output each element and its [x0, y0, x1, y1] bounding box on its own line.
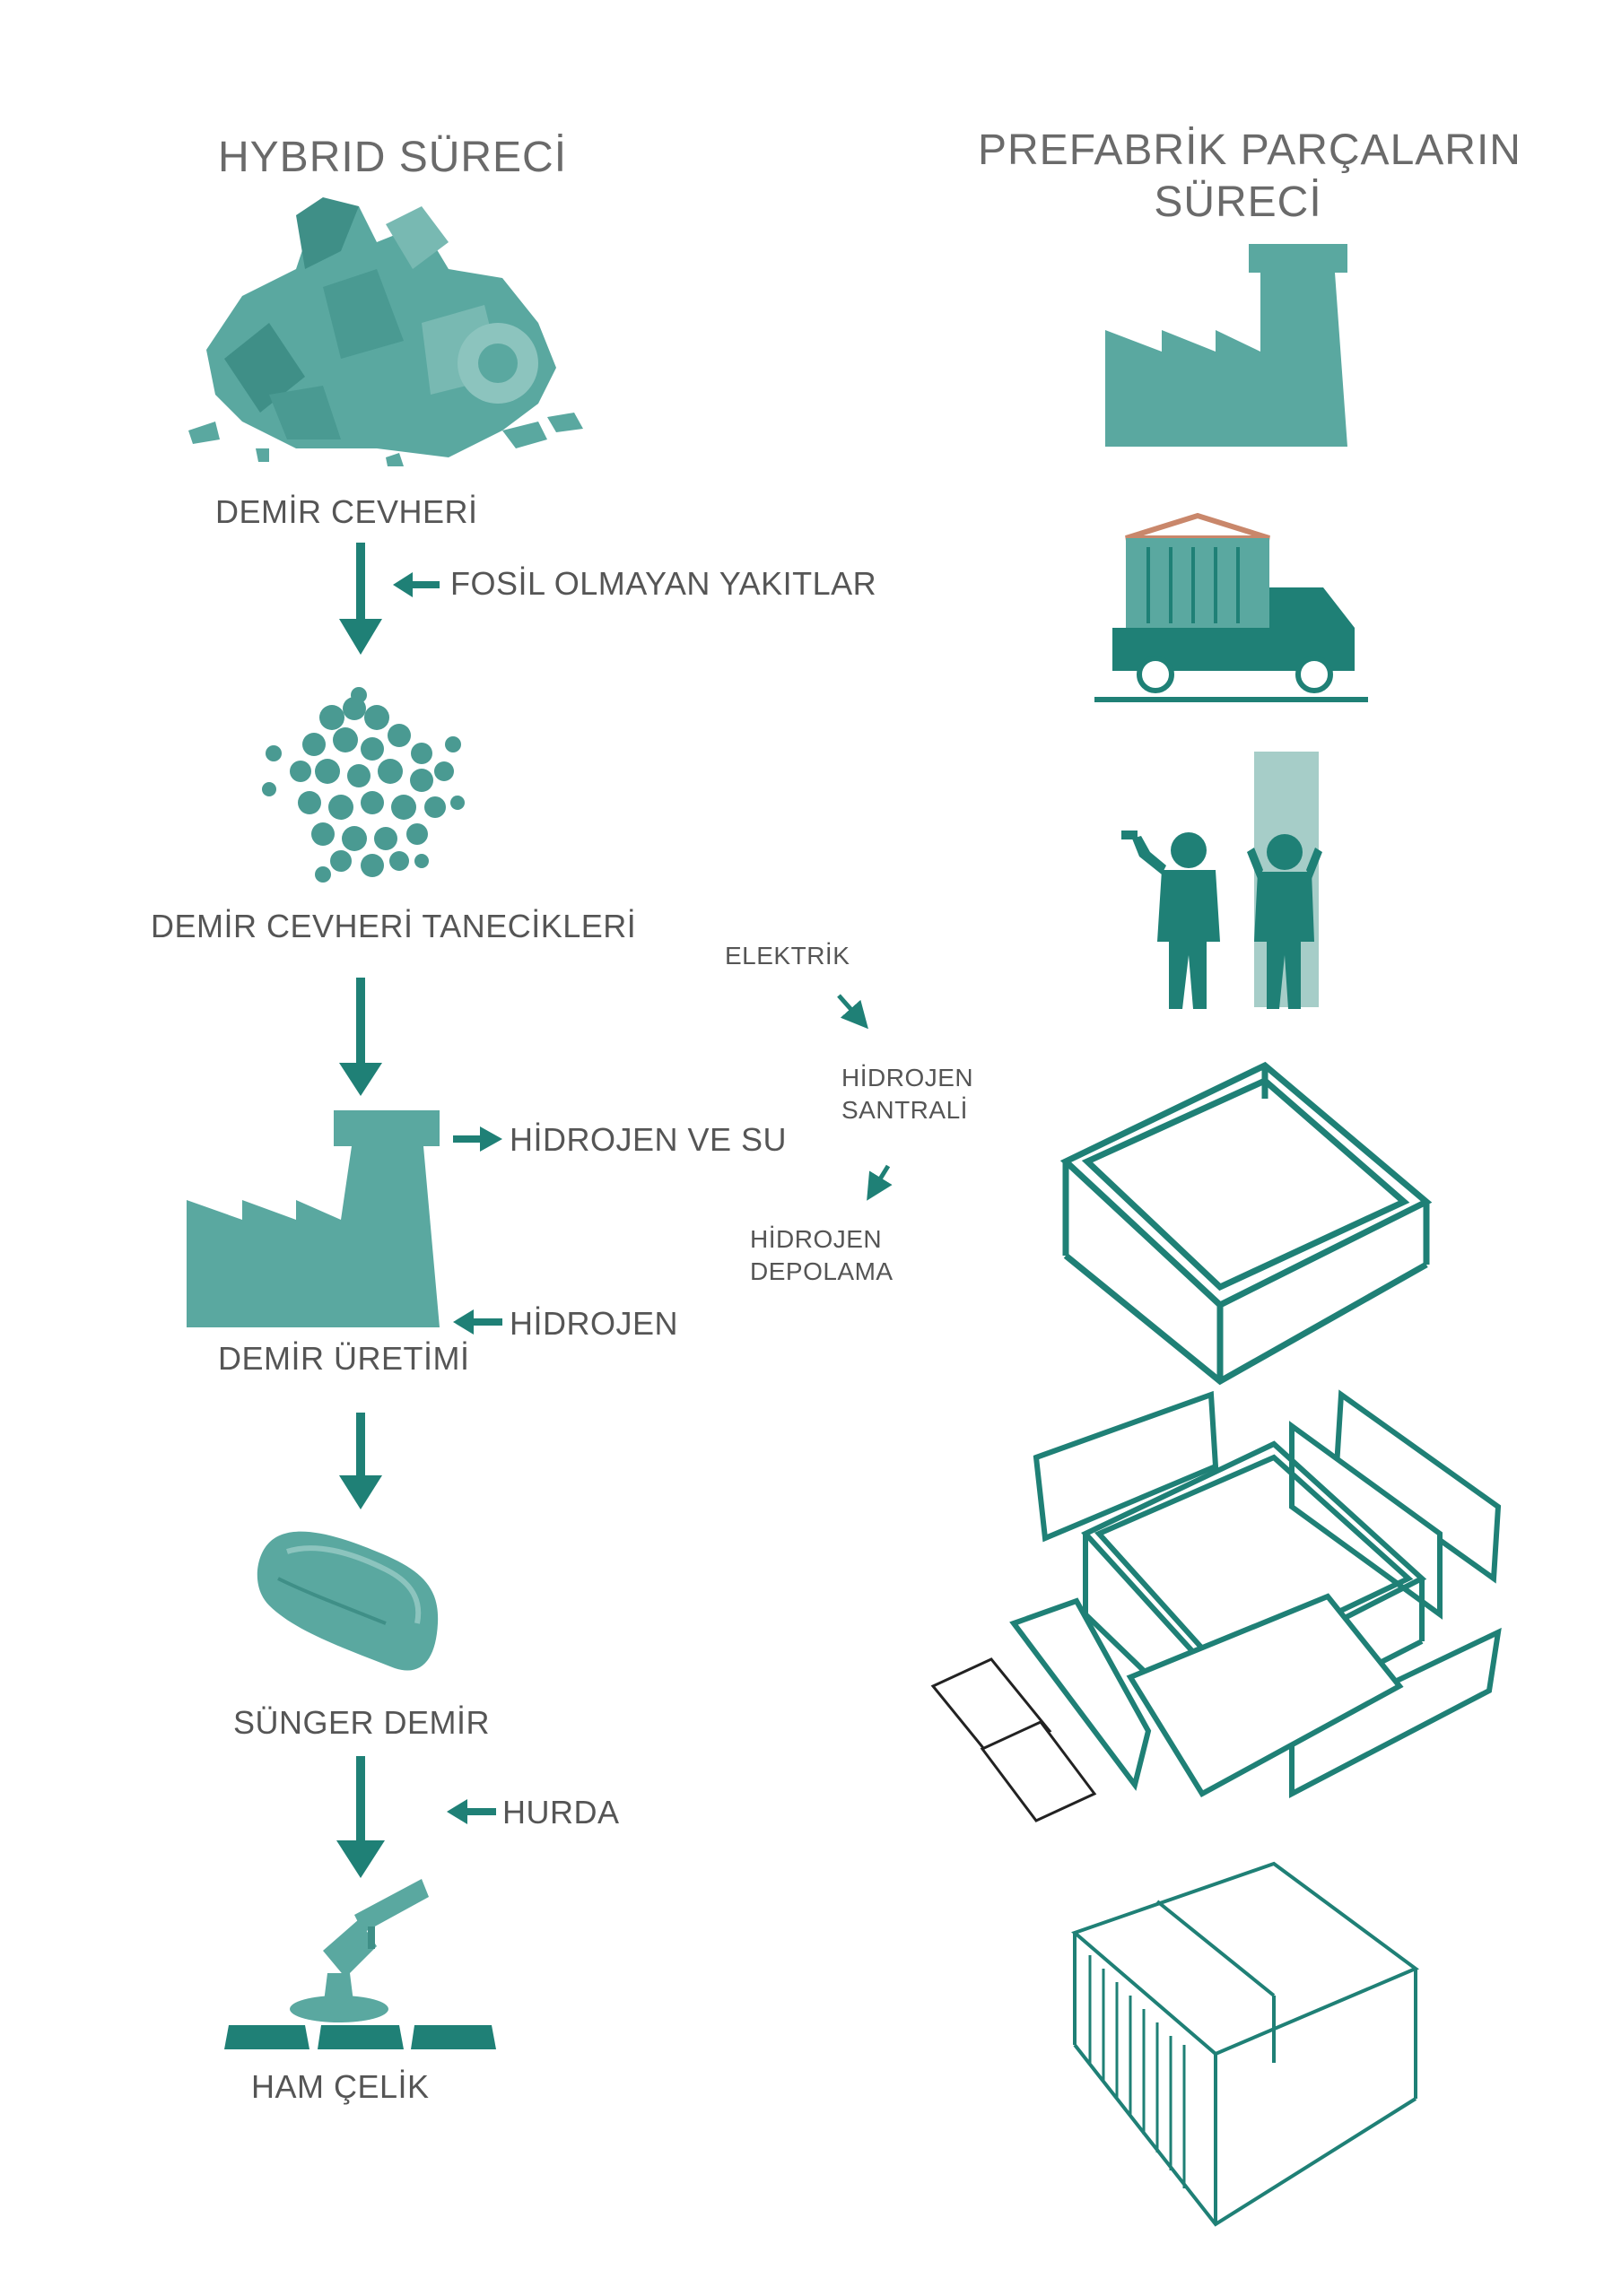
- crude-steel-icon: [224, 1879, 496, 2049]
- frame-icon: [1059, 1061, 1433, 1386]
- sponge-iron-icon: [257, 1531, 439, 1671]
- hydrogen-storage-label-2: DEPOLAMA: [750, 1257, 894, 1285]
- electricity-to-plant-arrow: [837, 994, 868, 1030]
- iron-ore-rocks-icon: [188, 197, 583, 466]
- output-hydrogen-water: HİDROJEN VE SU: [510, 1121, 788, 1158]
- input-arrow-scrap: [447, 1799, 496, 1824]
- hydrogen-plant-label-1: HİDROJEN: [841, 1064, 974, 1091]
- input-scrap: HURDA: [502, 1794, 620, 1831]
- input-arrow-hydrogen: [453, 1309, 502, 1335]
- step-label-iron-production: DEMİR ÜRETİMİ: [218, 1340, 470, 1377]
- step-label-ore-particles: DEMİR CEVHERİ TANECİKLERİ: [151, 908, 637, 944]
- prefab-process-title-line1: PREFABRİK PARÇALARIN: [978, 126, 1521, 174]
- electricity-label: ELEKTRİK: [725, 942, 850, 970]
- prefab-factory-icon: [1105, 244, 1347, 447]
- workers-icon: [1121, 752, 1322, 1009]
- assembled-module-icon: [1071, 1861, 1419, 2227]
- input-fossil-free-fuels: FOSİL OLMAYAN YAKITLAR: [450, 565, 877, 602]
- step-label-iron-ore: DEMİR CEVHERİ: [215, 493, 478, 530]
- ore-particles-icon: [262, 687, 465, 883]
- input-arrow-fossil-free: [393, 572, 440, 597]
- step-label-crude-steel: HAM ÇELİK: [251, 2068, 430, 2105]
- truck-icon: [1094, 512, 1368, 702]
- flow-arrow-4: [336, 1756, 385, 1878]
- flow-arrow-1: [339, 543, 382, 655]
- prefab-process-title-line2: SÜRECİ: [1154, 178, 1322, 226]
- step-label-sponge-iron: SÜNGER DEMİR: [233, 1704, 491, 1741]
- output-arrow-hydrogen-water: [453, 1126, 502, 1152]
- exploded-module-icon: [1009, 1389, 1502, 1798]
- factory-icon: [187, 1110, 440, 1327]
- hybrid-process-title: HYBRID SÜRECİ: [218, 134, 568, 181]
- hydrogen-storage-label-1: HİDROJEN: [750, 1225, 883, 1253]
- plant-to-storage-arrow: [867, 1164, 893, 1201]
- flow-arrow-2: [339, 978, 382, 1096]
- solar-panel-icon: [930, 1657, 1097, 1822]
- hydrogen-plant-label-2: SANTRALİ: [841, 1096, 968, 1124]
- input-hydrogen: HİDROJEN: [510, 1305, 679, 1342]
- flow-arrow-3: [339, 1413, 382, 1509]
